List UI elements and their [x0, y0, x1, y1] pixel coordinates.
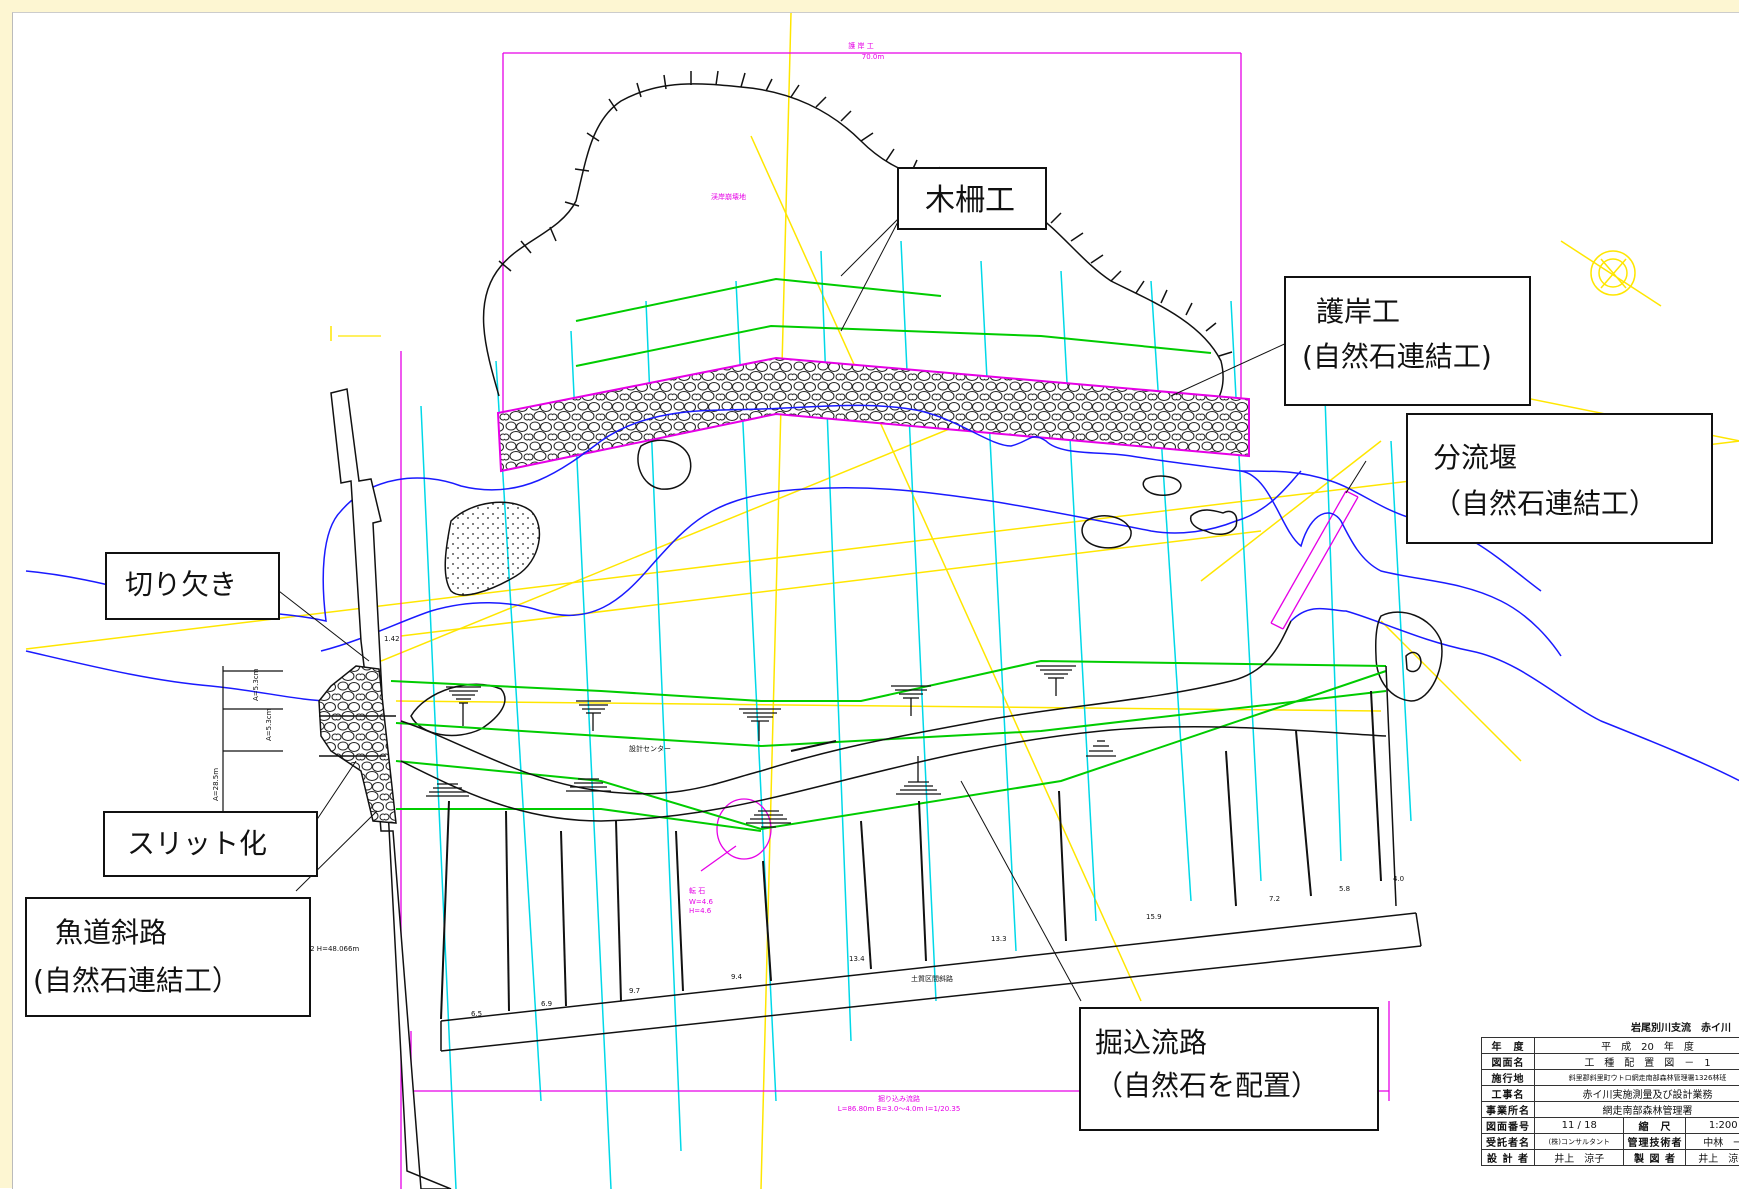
tb-row-drawing-name: 図面名 工 種 配 置 図 － 1	[1482, 1054, 1739, 1070]
tb-value: 平 成 20 年 度	[1535, 1038, 1739, 1054]
tb-value: 赤イ川実施測量及び設計業務	[1535, 1086, 1739, 1102]
tb-row-contractor: 受託者名 (株)コンサルタント 管理技術者 中林 一	[1482, 1134, 1739, 1150]
tb-value: 工 種 配 置 図 － 1	[1535, 1054, 1739, 1070]
callout-revetment-sub: (自然石連結工)	[1302, 335, 1529, 380]
seg-dim-7: 15.9	[1146, 913, 1162, 921]
tb-key: 製 図 者	[1624, 1150, 1686, 1166]
callout-channel-title: 掘込流路	[1095, 1021, 1377, 1064]
title-block-table: 年 度 平 成 20 年 度 図面名 工 種 配 置 図 － 1 施行地 斜里郡…	[1481, 1037, 1739, 1166]
revetment-dim-title: 護 岸 工	[848, 41, 873, 50]
seg-dim-5: 13.4	[849, 955, 865, 963]
callout-timber-fence-text: 木柵工	[925, 181, 1045, 222]
tb-row-office: 事業所名 網走南部森林管理署	[1482, 1102, 1739, 1118]
left-dim-3: A=28.5m	[212, 768, 220, 801]
tb-key: 設 計 者	[1482, 1150, 1535, 1166]
callout-channel-sub: （自然石を配置）	[1095, 1064, 1377, 1107]
seg-dim-3: 9.7	[629, 987, 640, 995]
callout-excavated-channel: 掘込流路 （自然石を配置）	[1079, 1007, 1379, 1131]
gap-label: 1.42	[384, 635, 400, 643]
excavated-channel	[391, 661, 1386, 831]
seg-dim-2: 6.9	[541, 1000, 552, 1008]
callout-revetment: 護岸工 (自然石連結工)	[1284, 276, 1531, 406]
tb-key: 図面番号	[1482, 1118, 1535, 1134]
tb-value: 網走南部森林管理署	[1535, 1102, 1739, 1118]
tb-value: 11 / 18	[1535, 1118, 1624, 1134]
callout-fish-ladder-title: 魚道斜路	[55, 909, 309, 957]
callout-slit: スリット化	[103, 811, 318, 877]
tb-value: (株)コンサルタント	[1535, 1134, 1624, 1150]
channel-dim-value: L=86.80m B=3.0〜4.0m I=1/20.35	[838, 1105, 961, 1113]
drawing-sheet: 護 岸 工 70.0m 渓岸崩壊地 転 石 W=4.6 H=4.6 掘り込み流路…	[12, 12, 1739, 1189]
tb-key: 年 度	[1482, 1038, 1535, 1054]
slope-label: 土質区間斜路	[911, 974, 953, 983]
callout-timber-fence: 木柵工	[897, 167, 1047, 230]
tb-key: 工事名	[1482, 1086, 1535, 1102]
tb-row-site: 施行地 斜里郡斜里町ウトロ網走南部森林管理署1326林班	[1482, 1070, 1739, 1086]
tb-value: 1:200	[1686, 1118, 1739, 1134]
title-block: 岩尾別川支流 赤イ川 年 度 平 成 20 年 度 図面名 工 種 配 置 図 …	[1481, 1019, 1739, 1189]
rock-h-label: H=4.6	[689, 907, 712, 915]
callout-slit-text: スリット化	[127, 825, 316, 863]
tb-row-project: 工事名 赤イ川実施測量及び設計業務	[1482, 1086, 1739, 1102]
seg-dim-9: 5.8	[1339, 885, 1350, 893]
revetment-stone-band	[498, 358, 1249, 471]
channel-dim-title: 掘り込み流路	[878, 1094, 920, 1103]
title-block-project: 岩尾別川支流 赤イ川	[1631, 1019, 1731, 1034]
seg-dim-10: 4.0	[1393, 875, 1404, 883]
collapse-area-label: 渓岸崩壊地	[711, 192, 746, 201]
north-arrow-icon	[1561, 241, 1661, 306]
tb-value: 井上 涼子	[1535, 1150, 1624, 1166]
tb-value: 斜里郡斜里町ウトロ網走南部森林管理署1326林班	[1535, 1070, 1739, 1086]
tb-key: 受託者名	[1482, 1134, 1535, 1150]
tb-row-designer: 設 計 者 井上 涼子 製 図 者 井上 涼子	[1482, 1150, 1739, 1166]
seg-dim-4: 9.4	[731, 973, 743, 981]
seg-dim-8: 7.2	[1269, 895, 1280, 903]
callout-fish-ladder-sub: (自然石連結工）	[33, 957, 309, 1005]
tb-key: 施行地	[1482, 1070, 1535, 1086]
rock-w-label: W=4.6	[689, 898, 713, 906]
collapse-area-scarp	[484, 71, 1232, 401]
callout-diversion-weir: 分流堰 （自然石連結工）	[1406, 413, 1713, 544]
left-dim-2: A=5.3cm	[265, 708, 273, 741]
rock-label: 転 石	[689, 887, 705, 895]
callout-weir-title: 分流堰	[1433, 435, 1711, 481]
tb-row-year: 年 度 平 成 20 年 度	[1482, 1038, 1739, 1054]
tb-key: 事業所名	[1482, 1102, 1535, 1118]
callout-notch-text: 切り欠き	[125, 566, 278, 604]
tb-value: 中林 一	[1686, 1134, 1739, 1150]
design-center-label: 設計センター	[629, 744, 671, 753]
tb-row-number: 図面番号 11 / 18 縮 尺 1:200	[1482, 1118, 1739, 1134]
tb-key: 縮 尺	[1624, 1118, 1686, 1134]
seg-dim-6: 13.3	[991, 935, 1007, 943]
tb-key: 管理技術者	[1624, 1134, 1686, 1150]
seg-dim-1: 6.5	[471, 1010, 482, 1018]
boulders	[411, 440, 1442, 735]
callout-fish-ladder: 魚道斜路 (自然石連結工）	[25, 897, 311, 1017]
profile-strip	[441, 666, 1421, 1051]
callout-revetment-title: 護岸工	[1316, 290, 1529, 335]
profile-sticks	[441, 691, 1381, 1019]
callout-notch: 切り欠き	[105, 552, 280, 620]
tb-key: 図面名	[1482, 1054, 1535, 1070]
tb-value: 井上 涼子	[1686, 1150, 1739, 1166]
revetment-dim-value: 70.0m	[862, 53, 885, 61]
left-dim-1: A=5.3cm	[252, 668, 260, 701]
callout-weir-sub: （自然石連結工）	[1433, 481, 1711, 527]
